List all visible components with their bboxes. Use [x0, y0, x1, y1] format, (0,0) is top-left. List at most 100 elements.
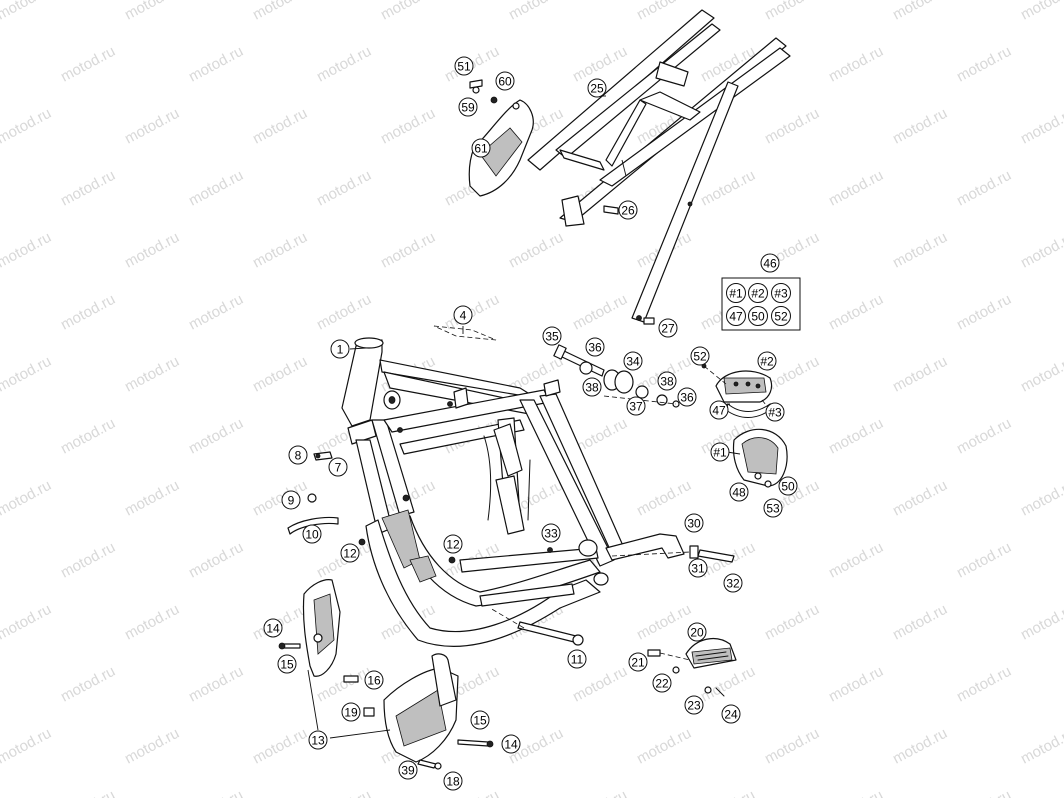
watermark-text: motod.ru — [570, 291, 630, 334]
watermark-text: motod.ru — [122, 0, 182, 24]
callout-35: 35 — [542, 326, 562, 346]
callout-30: 30 — [684, 513, 704, 533]
callout-number: 1 — [337, 343, 344, 357]
watermark-text: motod.ru — [58, 663, 118, 706]
callout-number: 37 — [629, 400, 643, 414]
callout-36: 36 — [677, 387, 697, 407]
callout-number: 60 — [498, 75, 512, 89]
sidestand-parts — [605, 533, 735, 563]
callout-33: 33 — [541, 523, 561, 543]
watermark-text: motod.ru — [250, 0, 310, 24]
watermark-text: motod.ru — [186, 291, 246, 334]
watermark-text: motod.ru — [58, 415, 118, 458]
callout-circle — [263, 618, 283, 638]
watermark-text: motod.ru — [634, 725, 694, 768]
callout-50: 50 — [778, 476, 798, 496]
watermark-text: motod.ru — [186, 663, 246, 706]
callout-number: 7 — [335, 461, 342, 475]
callout-number: 32 — [726, 577, 740, 591]
callout-circle — [471, 138, 491, 158]
callout-1: 1 — [330, 339, 350, 359]
kit-item-50: 50 — [748, 306, 768, 326]
watermark-text: motod.ru — [122, 601, 182, 644]
callout-61: 61 — [471, 138, 491, 158]
callout-15: 15 — [470, 710, 490, 730]
kit-item-52: 52 — [771, 306, 791, 326]
callout-layer: 1478910111212131414151516181920212223242… — [263, 56, 798, 791]
callout-number: 59 — [461, 101, 475, 115]
watermark-text: motod.ru — [1018, 725, 1064, 768]
watermark-text: motod.ru — [0, 105, 54, 148]
callout-number: 31 — [691, 562, 705, 576]
callout-60: 60 — [495, 71, 515, 91]
watermark-text: motod.ru — [826, 167, 886, 210]
callout-circle — [709, 400, 729, 420]
kit-item-circle — [726, 306, 746, 326]
watermark-text: motod.ru — [634, 601, 694, 644]
callout-53: 53 — [763, 498, 783, 518]
callout-circle — [657, 371, 677, 391]
callout-number: 20 — [690, 626, 704, 640]
callout-circle — [567, 649, 587, 669]
callout-31: 31 — [688, 558, 708, 578]
callout-32: 32 — [723, 573, 743, 593]
watermark-text: motod.ru — [122, 229, 182, 272]
callout-36: 36 — [585, 337, 605, 357]
callout-circle — [757, 351, 777, 371]
watermark-text: motod.ru — [122, 105, 182, 148]
frame-protector-parts — [278, 79, 534, 770]
callout-13: 13 — [308, 730, 328, 750]
watermark-text: motod.ru — [698, 167, 758, 210]
kit-item-circle — [748, 306, 768, 326]
callout-circle — [541, 523, 561, 543]
watermark-text: motod.ru — [378, 229, 438, 272]
watermark-text: motod.ru — [762, 105, 822, 148]
watermark-text: motod.ru — [186, 43, 246, 86]
watermark-text: motod.ru — [890, 0, 950, 24]
watermark-text: motod.ru — [1018, 0, 1064, 24]
callout-38: 38 — [657, 371, 677, 391]
kit-item-hash-1: #1 — [726, 283, 746, 303]
callout-11: 11 — [567, 649, 587, 669]
callout-circle — [453, 305, 473, 325]
watermark-text: motod.ru — [890, 105, 950, 148]
callout-circle — [626, 396, 646, 416]
watermark-text: motod.ru — [954, 539, 1014, 582]
watermark-text: motod.ru — [250, 725, 310, 768]
callout-12: 12 — [443, 534, 463, 554]
watermark-text: motod.ru — [58, 539, 118, 582]
callout-14: 14 — [263, 618, 283, 638]
callout-24: 24 — [721, 704, 741, 724]
callout-number: 36 — [588, 341, 602, 355]
kit-item-number: #2 — [751, 287, 765, 301]
callout-20: 20 — [687, 622, 707, 642]
callout-number: 8 — [295, 449, 302, 463]
watermark-text: motod.ru — [122, 725, 182, 768]
kit-item-number: 47 — [729, 310, 743, 324]
watermark-text: motod.ru — [698, 787, 758, 798]
footrest-parts — [647, 637, 737, 697]
callout-circle — [710, 442, 730, 462]
callout-16: 16 — [364, 670, 384, 690]
kit-item-hash-3: #3 — [771, 283, 791, 303]
callout-number: 19 — [344, 706, 358, 720]
callout-14: 14 — [501, 734, 521, 754]
callout-number: 10 — [305, 528, 319, 542]
watermark-text: motod.ru — [634, 477, 694, 520]
callout-19: 19 — [341, 702, 361, 722]
watermark-text: motod.ru — [186, 539, 246, 582]
kit-item-circle — [748, 283, 768, 303]
watermark-text: motod.ru — [826, 291, 886, 334]
callout-circle — [623, 351, 643, 371]
callout-circle — [501, 734, 521, 754]
callout-number: 4 — [460, 309, 467, 323]
callout-number: 14 — [504, 738, 518, 752]
sticker-part — [433, 325, 497, 341]
watermark-text: motod.ru — [570, 787, 630, 798]
watermark-text: motod.ru — [506, 0, 566, 24]
callout-number: 48 — [732, 486, 746, 500]
watermark-text: motod.ru — [122, 353, 182, 396]
callout-circle — [582, 377, 602, 397]
callout-number: 30 — [687, 517, 701, 531]
